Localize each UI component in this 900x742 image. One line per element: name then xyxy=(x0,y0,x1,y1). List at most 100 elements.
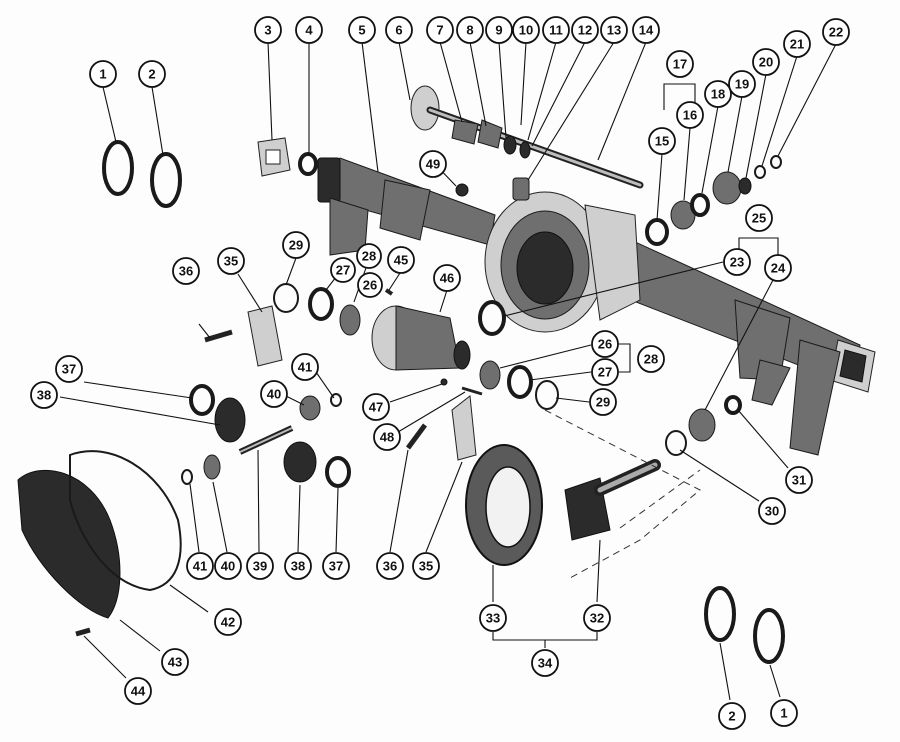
callout-47: 47 xyxy=(362,393,390,421)
svg-text:36: 36 xyxy=(179,264,193,279)
svg-text:37: 37 xyxy=(329,559,343,574)
svg-text:35: 35 xyxy=(224,254,238,269)
callout-29-upper: 29 xyxy=(282,231,310,259)
seal-2a xyxy=(150,152,182,208)
pinion-race-31 xyxy=(724,395,742,415)
svg-text:29: 29 xyxy=(596,395,610,410)
svg-text:42: 42 xyxy=(221,615,235,630)
svg-text:12: 12 xyxy=(578,23,592,38)
svg-text:5: 5 xyxy=(358,23,365,38)
callout-45: 45 xyxy=(387,246,415,274)
svg-text:30: 30 xyxy=(765,504,779,519)
bearing-cap-35b xyxy=(451,395,477,461)
breather-49 xyxy=(455,183,469,197)
seal-4 xyxy=(298,152,318,176)
callout-27-upper: 27 xyxy=(330,257,356,283)
callout-28-lower: 28 xyxy=(637,345,665,373)
svg-text:1: 1 xyxy=(99,67,106,82)
svg-text:43: 43 xyxy=(168,655,182,670)
thrust-washer-37b xyxy=(325,456,351,488)
callout-2: 2 xyxy=(138,60,166,88)
callout-44: 44 xyxy=(124,677,152,705)
cover-43 xyxy=(17,469,121,619)
pinion-gear-40b xyxy=(203,454,221,480)
svg-text:36: 36 xyxy=(383,559,397,574)
pin-48 xyxy=(461,386,483,396)
shim-30 xyxy=(665,430,687,456)
cup-27b xyxy=(507,365,533,399)
callouts: 1 2 3 4 5 6 7 8 9 10 11 12 13 14 15 16 1… xyxy=(30,16,850,730)
callout-43: 43 xyxy=(161,648,189,676)
callout-15: 15 xyxy=(648,127,676,155)
svg-text:33: 33 xyxy=(486,611,500,626)
svg-text:1: 1 xyxy=(780,706,787,721)
callout-31: 31 xyxy=(785,466,813,494)
callout-22: 22 xyxy=(822,18,850,46)
svg-text:20: 20 xyxy=(759,55,773,70)
svg-text:31: 31 xyxy=(792,473,806,488)
svg-text:21: 21 xyxy=(790,37,804,52)
washer-41b xyxy=(181,469,193,485)
callout-38-upper: 38 xyxy=(30,381,58,409)
svg-text:47: 47 xyxy=(369,400,383,415)
callout-37-upper: 37 xyxy=(55,355,83,383)
right-bearings xyxy=(645,155,782,246)
leader-lines xyxy=(59,41,837,701)
callout-48: 48 xyxy=(373,423,401,451)
thrust-washer-37a xyxy=(189,384,215,416)
svg-text:44: 44 xyxy=(131,684,146,699)
callout-24: 24 xyxy=(764,254,792,282)
cone-26a xyxy=(339,304,361,336)
side-gear-38a xyxy=(214,397,246,443)
callout-26-lower: 26 xyxy=(591,330,619,358)
callout-18: 18 xyxy=(704,80,732,108)
axle-housing xyxy=(317,157,876,456)
svg-text:37: 37 xyxy=(62,362,76,377)
callout-2-lower: 2 xyxy=(718,702,746,730)
callout-25: 25 xyxy=(745,204,773,232)
svg-text:28: 28 xyxy=(362,249,376,264)
cover-bolt-44 xyxy=(75,627,91,637)
svg-text:4: 4 xyxy=(305,23,313,38)
callout-6: 6 xyxy=(385,16,413,44)
callout-28-upper: 28 xyxy=(356,243,382,269)
svg-text:22: 22 xyxy=(829,25,843,40)
callout-3: 3 xyxy=(254,16,282,44)
callout-37-lower: 37 xyxy=(322,552,350,580)
svg-text:34: 34 xyxy=(538,656,553,671)
svg-text:18: 18 xyxy=(711,87,725,102)
callout-10: 10 xyxy=(512,16,540,44)
pinion-bearing-24 xyxy=(688,408,716,442)
callout-17: 17 xyxy=(666,50,694,78)
callout-32: 32 xyxy=(583,604,611,632)
svg-text:27: 27 xyxy=(598,365,612,380)
bolt-36b xyxy=(405,423,428,450)
callout-40-lower: 40 xyxy=(214,552,242,580)
callout-5: 5 xyxy=(348,16,376,44)
svg-text:40: 40 xyxy=(267,387,281,402)
svg-text:15: 15 xyxy=(655,134,669,149)
callout-16: 16 xyxy=(676,101,704,129)
callout-26-upper: 26 xyxy=(357,272,383,298)
snap-ring-29a xyxy=(273,283,299,313)
part-illustrations xyxy=(17,85,876,664)
svg-text:29: 29 xyxy=(289,238,303,253)
svg-text:32: 32 xyxy=(590,611,604,626)
svg-text:10: 10 xyxy=(519,23,533,38)
callout-35-lower: 35 xyxy=(412,552,440,580)
callout-27-lower: 27 xyxy=(591,358,619,386)
svg-text:26: 26 xyxy=(363,278,377,293)
svg-text:38: 38 xyxy=(37,388,51,403)
svg-text:2: 2 xyxy=(148,67,155,82)
callout-41-lower: 41 xyxy=(186,552,214,580)
cover-gasket-42 xyxy=(69,450,182,592)
svg-text:24: 24 xyxy=(771,261,786,276)
svg-text:27: 27 xyxy=(336,263,350,278)
callout-8: 8 xyxy=(456,16,484,44)
svg-text:25: 25 xyxy=(752,211,766,226)
cone-26b xyxy=(479,360,501,390)
callout-30: 30 xyxy=(758,497,786,525)
bearing-cap-35a xyxy=(247,305,283,367)
axle-shaft-upper xyxy=(410,85,644,189)
